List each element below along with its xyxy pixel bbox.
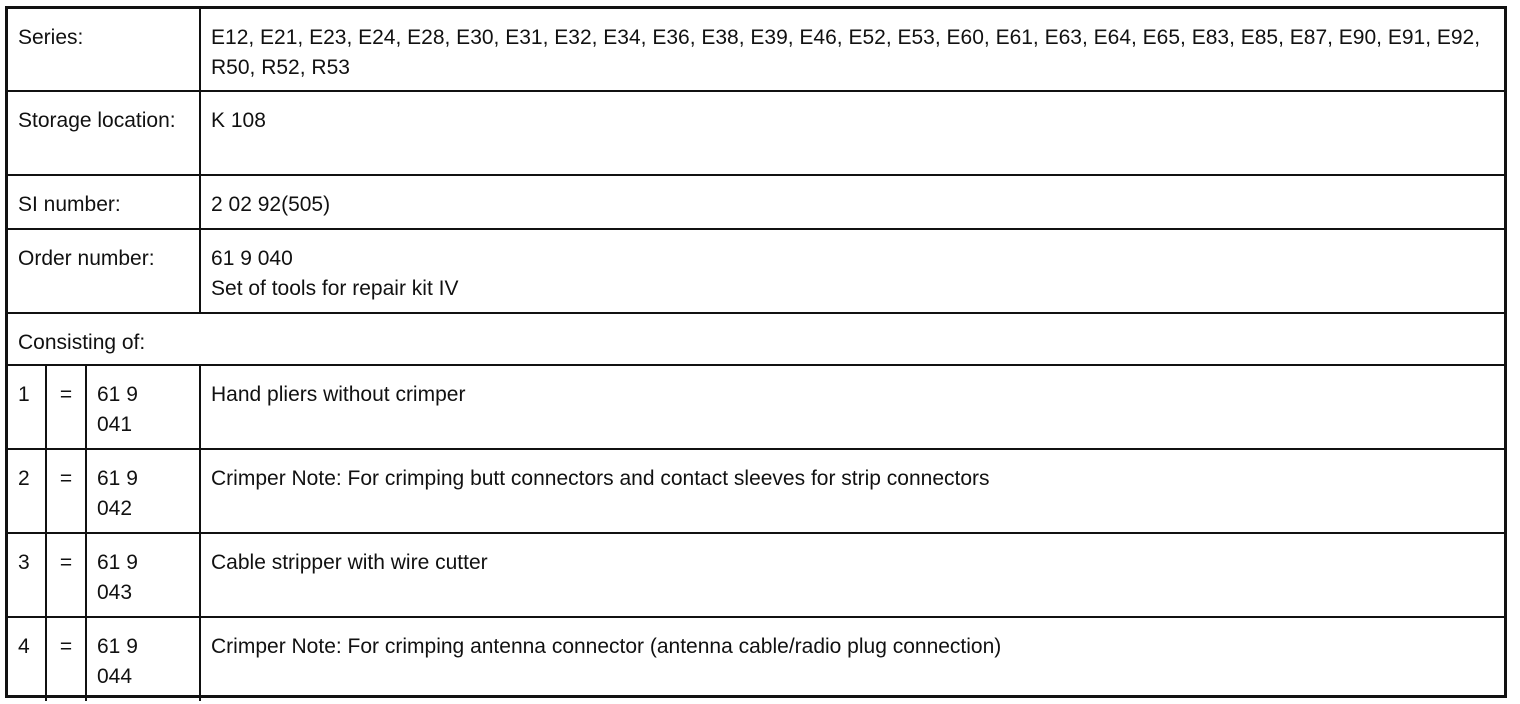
series-label: Series: [8,9,202,92]
table-row: 4 = 61 9 044 Crimper Note: For crimping … [8,616,1505,701]
item-number: 1 [8,364,47,450]
item-number: 2 [8,448,47,534]
item-description: Crimper Note: For crimping butt connecto… [199,448,1505,534]
storage-location-value: K 108 [199,90,1505,176]
si-number-row: SI number: 2 02 92(505) [8,174,1505,230]
item-description: Cable stripper with wire cutter [199,532,1505,618]
item-description: Crimper Note: For crimping antenna conne… [199,616,1505,701]
si-number-label: SI number: [8,174,202,230]
item-code: 61 9 044 [84,616,202,701]
equals-sign: = [45,364,87,450]
equals-sign: = [45,616,87,701]
series-value: E12, E21, E23, E24, E28, E30, E31, E32, … [199,9,1505,92]
order-number-row: Order number: 61 9 040 Set of tools for … [8,228,1505,314]
series-row: Series: E12, E21, E23, E24, E28, E30, E3… [8,9,1505,92]
equals-sign: = [45,448,87,534]
equals-sign: = [45,532,87,618]
table-row: 3 = 61 9 043 Cable stripper with wire cu… [8,532,1505,618]
item-number: 4 [8,616,47,701]
item-code-line2: 044 [97,665,133,688]
consisting-of-row: Consisting of: [8,312,1505,366]
item-code-line1: 61 9 [97,383,138,406]
item-code: 61 9 042 [84,448,202,534]
tool-info-sheet: Series: E12, E21, E23, E24, E28, E30, E3… [5,6,1507,701]
table-row: 1 = 61 9 041 Hand pliers without crimper [8,364,1505,450]
order-number-cell: 61 9 040 Set of tools for repair kit IV [199,228,1505,314]
order-description: Set of tools for repair kit IV [211,277,459,300]
item-code-line1: 61 9 [97,635,138,658]
storage-location-label: Storage location: [8,90,202,176]
item-code-line2: 042 [97,497,133,520]
item-code-line1: 61 9 [97,467,138,490]
item-code-line2: 043 [97,581,133,604]
item-number: 3 [8,532,47,618]
storage-location-row: Storage location: K 108 [8,90,1505,176]
si-number-value: 2 02 92(505) [199,174,1505,230]
consisting-of-label: Consisting of: [8,312,1505,366]
order-number-value: 61 9 040 [211,247,293,270]
item-description: Hand pliers without crimper [199,364,1505,450]
item-code: 61 9 043 [84,532,202,618]
order-number-label: Order number: [8,228,202,314]
item-code: 61 9 041 [84,364,202,450]
item-code-line2: 041 [97,413,133,436]
tool-info-table: Series: E12, E21, E23, E24, E28, E30, E3… [8,9,1505,701]
item-code-line1: 61 9 [97,551,138,574]
table-row: 2 = 61 9 042 Crimper Note: For crimping … [8,448,1505,534]
